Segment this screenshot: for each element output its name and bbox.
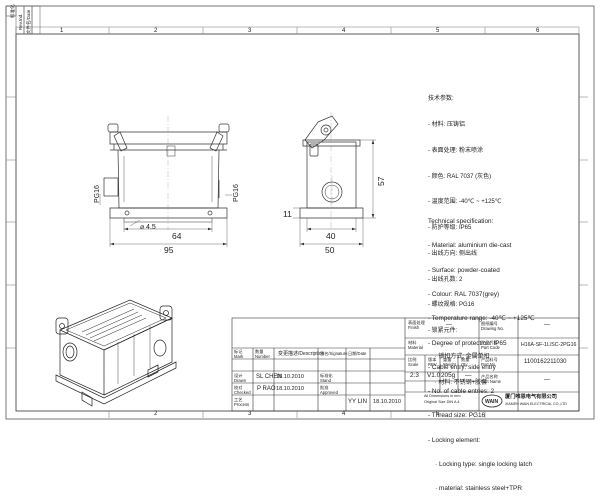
approved-date: 18.10.2010 [373,399,401,405]
pg-right-label: PG16 [233,184,240,202]
drawing-no-value: — [544,322,550,328]
spec-cn-line: · 材料: 不锈钢+胶套 [428,379,488,386]
zone-number: 2 [154,411,158,417]
spec-en-line: - Temperature range: -40℃ ~ +125℃ [428,315,535,323]
dim-side-outer: 50 [325,245,335,255]
spec-en-line: - Thread size: PG16 [428,412,486,420]
spec-cn-line: - 表面处理: 粉末喷涂 [428,147,483,154]
qty-value: — [465,372,472,379]
label-rev: 版本 REV. [428,357,438,367]
checked-date: 18.10.2010 [276,386,304,392]
label-drawing-no: 图纸编号 Drawing No. [481,321,505,331]
part-name-value: — [544,377,550,383]
side-view-dimensions [293,139,376,247]
rev-value: V1.0 [427,372,441,379]
pg-left-label: PG16 [94,185,101,203]
spec-en-line: - Degree of protection: IP65 [428,339,507,347]
zone-number: 6 [536,28,540,34]
label-approved: 批准 Approved [320,385,338,395]
label-part-code: 产品代号 Part Code [481,340,500,350]
company-name-en: XIAMEN WAIN ELECTRICAL CO.,LTD [505,402,567,406]
zone-number: 5 [436,28,440,34]
dim-side-inner: 40 [326,231,336,241]
material-value: — [446,341,452,347]
label-number: 数量 Number [255,349,270,359]
label-scale: 比例 Scale [408,357,419,367]
title-block-grid [231,317,580,412]
port-no-value: 1100162211030 [524,359,567,365]
spec-cn-line: - 锁紧元件: [428,328,458,335]
drawn-date: 18.10.2010 [276,374,304,380]
spec-cn-line: - 材料: 压铸铝 [428,121,465,128]
outer-frame [5,5,595,420]
spec-cn-line: - 螺纹规格: PG16 [428,302,475,309]
drawn-by: SL CHEN [256,374,282,380]
label-port-no: 产品料号 Port No. [481,357,498,367]
label-finish: 表面处理 Finish [408,320,425,330]
spec-en-line: - Locking element: [428,436,481,444]
zone-number: 4 [342,28,346,34]
company-logo: WAIN [481,394,503,408]
spec-en-line: · Locking type: single locking latch [428,461,533,468]
label-mark: 标记 Mark [234,349,244,359]
spec-cn-line: - 温度范围: -40℃ ~ +125℃ [428,199,502,206]
isometric-view [55,299,177,407]
svg-text:⌀: ⌀ [140,224,144,231]
spec-en-line: - Surface: powder-coated [428,266,500,274]
company-name-cn: 厦门唯恩电气有限公司 [505,394,557,400]
label-process: 工艺 Process [234,397,250,407]
zone-number: 3 [248,28,252,34]
label-stand: 标准化 Stand [320,373,333,383]
dims-note-1: All Dimensions in mm [424,394,461,398]
finish-value: — [446,322,452,328]
label-date: 日期/Date [348,351,367,356]
label-change: 变更描述/Description [278,351,325,357]
label-weight: 重量 Weight [443,357,456,367]
zone-number: 2 [154,28,158,34]
label-part-name: 产品名称 Part Name [481,374,502,384]
spec-cn-title: 技术参数: [428,96,454,103]
spec-cn-line: - 出线孔数: 2 [428,276,463,283]
hole-dimension: ⌀ 4.5 [140,224,156,231]
dim-height: 57 [376,176,386,186]
front-view-dimensions [99,194,232,247]
label-qty: 数量 Qty. [461,357,470,367]
zone-number: 4 [342,411,346,417]
spec-en-line: - No. of cable entries: 2 [428,388,495,396]
approved-by: YY LIN [348,399,367,405]
part-code-value: H16A-SF-1L/SC-2PG16 [521,342,577,348]
label-material: 材料 Material [408,340,423,350]
left-strip [5,5,41,35]
spec-cn-line: · 锁扣方式: 金属单扣 [428,354,490,360]
label-signature: 签名/Signature [320,351,348,356]
technical-drawing: PG16 PG16 ⌀ 4.5 64 95 [5,5,595,420]
dim-side-base: 11 [283,209,292,219]
zone-number: 3 [248,411,252,417]
label-drawn: 设计 Drawn [234,373,247,383]
zone-number: 5 [436,411,440,417]
dims-note-2: Original Size DIN A 4 [424,400,460,404]
spec-cn-line: - 防护等级: IP65 [428,225,472,232]
spec-en-line: · material: stainless steel+TPR [428,485,522,493]
spec-en-title: Technical specification: [428,218,494,226]
dim-width-outer: 95 [164,245,174,255]
scale-value: 2:3 [410,372,419,379]
drawing-sheet: { "grid": { "top_numbers": ["1","2","3",… [5,4,595,493]
spec-en-line: - Colour: RAL 7037(grey) [428,291,500,299]
dim-width-inner: 64 [172,231,182,241]
hole-diameter: 4.5 [146,224,156,231]
spec-en-line: - Cable entry: side entry [428,363,496,371]
title-block: 标记 Mark 数量 Number 变更描述/Description 签名/Si… [234,320,577,407]
weight-value: 205g [441,372,456,379]
spec-cn-line: - 出线方向: 侧出线 [428,250,477,257]
label-checked: 校对 Checked [234,385,251,395]
spec-cn-line: - 颜色: RAL 7037 (灰色) [428,173,492,180]
spec-en-line: - Material: aluminium die-cast [428,242,512,250]
zone-number: 1 [60,28,64,34]
svg-text:WAIN: WAIN [485,399,498,405]
checked-by: P RAO [257,386,276,392]
spec-chinese: 技术参数: - 材料: 压铸铝 - 表面处理: 粉末喷涂 - 颜色: RAL 7… [428,78,502,396]
